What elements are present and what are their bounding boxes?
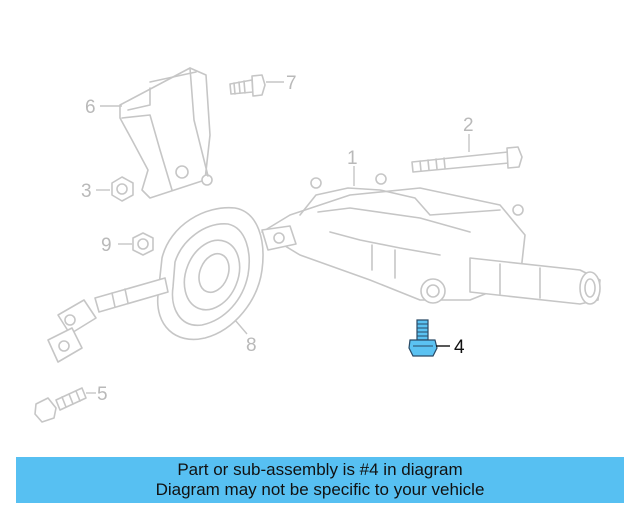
info-banner: Part or sub-assembly is #4 in diagram Di… <box>16 457 624 503</box>
part-4-bolt-highlighted[interactable] <box>408 319 438 357</box>
callout-6: 6 <box>85 97 96 118</box>
banner-line-2: Diagram may not be specific to your vehi… <box>155 480 485 499</box>
part-3-nut <box>111 176 134 202</box>
callout-9: 9 <box>101 235 112 256</box>
callout-7: 7 <box>286 73 297 94</box>
part-1-steering-column <box>261 173 601 305</box>
callout-2: 2 <box>463 115 474 136</box>
intermediate-shaft <box>47 277 169 363</box>
callout-8: 8 <box>246 335 257 356</box>
leader-lines <box>86 81 470 394</box>
part-9-nut <box>132 232 154 256</box>
callout-4: 4 <box>454 337 465 358</box>
part-8-boot <box>156 206 264 341</box>
part-2-bolt <box>411 146 523 173</box>
callout-3: 3 <box>81 181 92 202</box>
callout-5: 5 <box>97 384 108 405</box>
banner-line-1: Part or sub-assembly is #4 in diagram <box>177 460 463 479</box>
part-5-bolt <box>34 387 87 423</box>
callout-1: 1 <box>347 148 358 169</box>
part-7-bolt <box>229 74 266 97</box>
part-6-bracket <box>119 67 213 199</box>
